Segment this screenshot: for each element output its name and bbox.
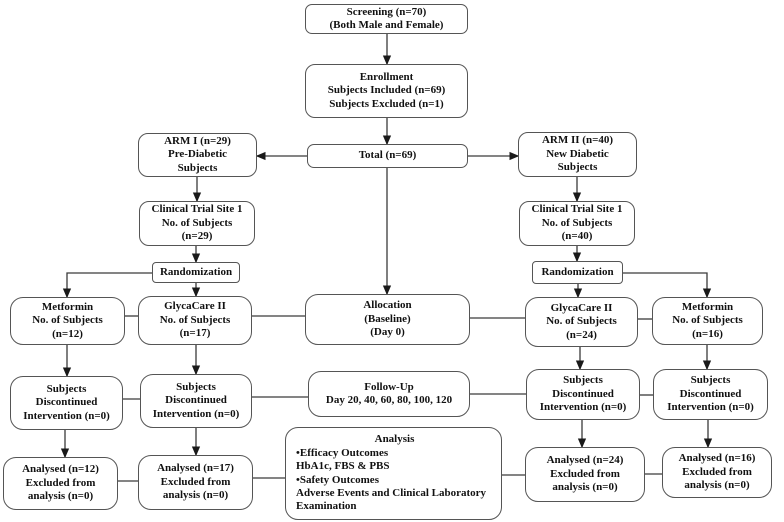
text-line: Metformin <box>681 300 734 313</box>
box-screening: Screening (n=70) (Both Male and Female) <box>305 4 468 34</box>
text-line: Pre-Diabetic <box>167 148 228 161</box>
box-total: Total (n=69) <box>307 144 468 168</box>
box-analysed-16: Analysed (n=16) Excluded from analysis (… <box>662 447 772 498</box>
text-line: No. of Subjects <box>32 314 103 327</box>
text-line: (Baseline) <box>364 312 411 325</box>
text-line: Subjects Included (n=69) <box>327 84 446 97</box>
text-line: Intervention (n=0) <box>23 409 110 422</box>
text-line: No. of Subjects <box>161 216 233 229</box>
box-analysed-17: Analysed (n=17) Excluded from analysis (… <box>138 455 253 510</box>
text-line: (n=12) <box>52 327 83 340</box>
text-line: New Diabetic <box>546 147 609 160</box>
text-line: HbA1c, FBS & PBS <box>296 460 390 473</box>
box-followup: Follow-Up Day 20, 40, 60, 80, 100, 120 <box>308 371 470 417</box>
text-line: Day 20, 40, 60, 80, 100, 120 <box>325 394 453 406</box>
box-metformin-right: Metformin No. of Subjects (n=16) <box>652 297 763 345</box>
text-line: Screening (n=70) <box>346 5 427 18</box>
text-line: No. of Subjects <box>546 315 617 328</box>
box-randomization-left: Randomization <box>152 262 240 283</box>
text-line: Subjects <box>176 380 216 393</box>
text-line: Follow-Up <box>364 380 414 393</box>
text-line: (Day 0) <box>370 326 405 339</box>
text-line: Subjects <box>46 382 87 395</box>
text-line: GlycaCare II <box>550 301 613 314</box>
text-line: Intervention (n=0) <box>667 401 754 414</box>
text-line: analysis (n=0) <box>684 479 750 492</box>
text-line: Discontinued <box>165 394 227 407</box>
text-line: Discontinued <box>552 387 614 400</box>
box-metformin-left: Metformin No. of Subjects (n=12) <box>10 297 125 345</box>
text-line: Adverse Events and Clinical Laboratory <box>296 486 487 499</box>
box-discontinued-3: Subjects Discontinued Intervention (n=0) <box>526 369 640 420</box>
text-line: Excluded from <box>550 467 620 480</box>
text-line: Clinical Trial Site 1 <box>151 203 243 216</box>
text-line: Excluded from <box>682 465 752 478</box>
text-line: analysis (n=0) <box>552 481 618 494</box>
box-arm-1: ARM I (n=29) Pre-Diabetic Subjects <box>138 133 257 177</box>
box-discontinued-1: Subjects Discontinued Intervention (n=0) <box>10 376 123 430</box>
box-randomization-right: Randomization <box>532 261 623 284</box>
text-line: Subjects <box>177 161 218 174</box>
text-line: Analysed (n=24) <box>546 454 624 467</box>
analysis-title: Analysis <box>374 433 415 446</box>
box-allocation: Allocation (Baseline) (Day 0) <box>305 294 470 345</box>
text-line: No. of Subjects <box>159 313 231 326</box>
box-analysed-24: Analysed (n=24) Excluded from analysis (… <box>525 447 645 502</box>
box-glycacare-right: GlycaCare II No. of Subjects (n=24) <box>525 297 638 347</box>
text-line: (n=16) <box>692 327 723 340</box>
text-line: •Efficacy Outcomes <box>296 446 389 459</box>
box-enrollment: Enrollment Subjects Included (n=69) Subj… <box>305 64 468 118</box>
box-discontinued-4: Subjects Discontinued Intervention (n=0) <box>653 369 768 420</box>
text-line: (n=40) <box>561 230 593 243</box>
text-line: Subjects Excluded (n=1) <box>329 97 444 110</box>
text-line: Examination <box>296 500 357 513</box>
text-line: Total (n=69) <box>358 149 417 162</box>
text-line: Intervention (n=0) <box>539 401 627 414</box>
box-analysis: Analysis •Efficacy Outcomes HbA1c, FBS &… <box>285 427 502 520</box>
text-line: Allocation <box>363 299 412 312</box>
text-line: (n=24) <box>566 328 597 341</box>
text-line: ARM I (n=29) <box>164 134 231 147</box>
box-arm-2: ARM II (n=40) New Diabetic Subjects <box>518 132 637 177</box>
text-line: Metformin <box>41 300 94 313</box>
text-line: Randomization <box>541 265 614 278</box>
text-line: Subjects <box>557 161 598 174</box>
text-line: Analysed (n=12) <box>22 463 99 476</box>
text-line: •Safety Outcomes <box>296 473 379 486</box>
text-line: GlycaCare II <box>164 300 226 313</box>
text-line: Enrollment <box>359 70 414 83</box>
text-line: Discontinued <box>35 396 98 409</box>
text-line: (n=17) <box>179 327 211 340</box>
text-line: (Both Male and Female) <box>329 19 444 31</box>
text-line: Clinical Trial Site 1 <box>531 203 623 216</box>
text-line: Discontinued <box>679 387 742 400</box>
text-line: Analysed (n=16) <box>678 452 756 465</box>
box-glycacare-left: GlycaCare II No. of Subjects (n=17) <box>138 296 252 345</box>
text-line: analysis (n=0) <box>27 490 94 503</box>
text-line: analysis (n=0) <box>162 489 229 502</box>
text-line: Subjects <box>690 374 731 387</box>
text-line: Excluded from <box>25 476 96 489</box>
text-line: Randomization <box>159 265 233 278</box>
box-trial-site-right: Clinical Trial Site 1 No. of Subjects (n… <box>519 201 635 246</box>
box-discontinued-2: Subjects Discontinued Intervention (n=0) <box>140 374 252 428</box>
text-line: Analysed (n=17) <box>157 462 234 475</box>
box-trial-site-left: Clinical Trial Site 1 No. of Subjects (n… <box>139 201 255 246</box>
text-line: Subjects <box>563 374 603 387</box>
text-line: ARM II (n=40) <box>541 134 614 147</box>
text-line: (n=29) <box>181 230 213 243</box>
text-line: Excluded from <box>160 475 231 488</box>
box-analysed-12: Analysed (n=12) Excluded from analysis (… <box>3 457 118 510</box>
text-line: No. of Subjects <box>672 314 743 327</box>
text-line: No. of Subjects <box>541 216 613 229</box>
text-line: Intervention (n=0) <box>152 407 240 420</box>
